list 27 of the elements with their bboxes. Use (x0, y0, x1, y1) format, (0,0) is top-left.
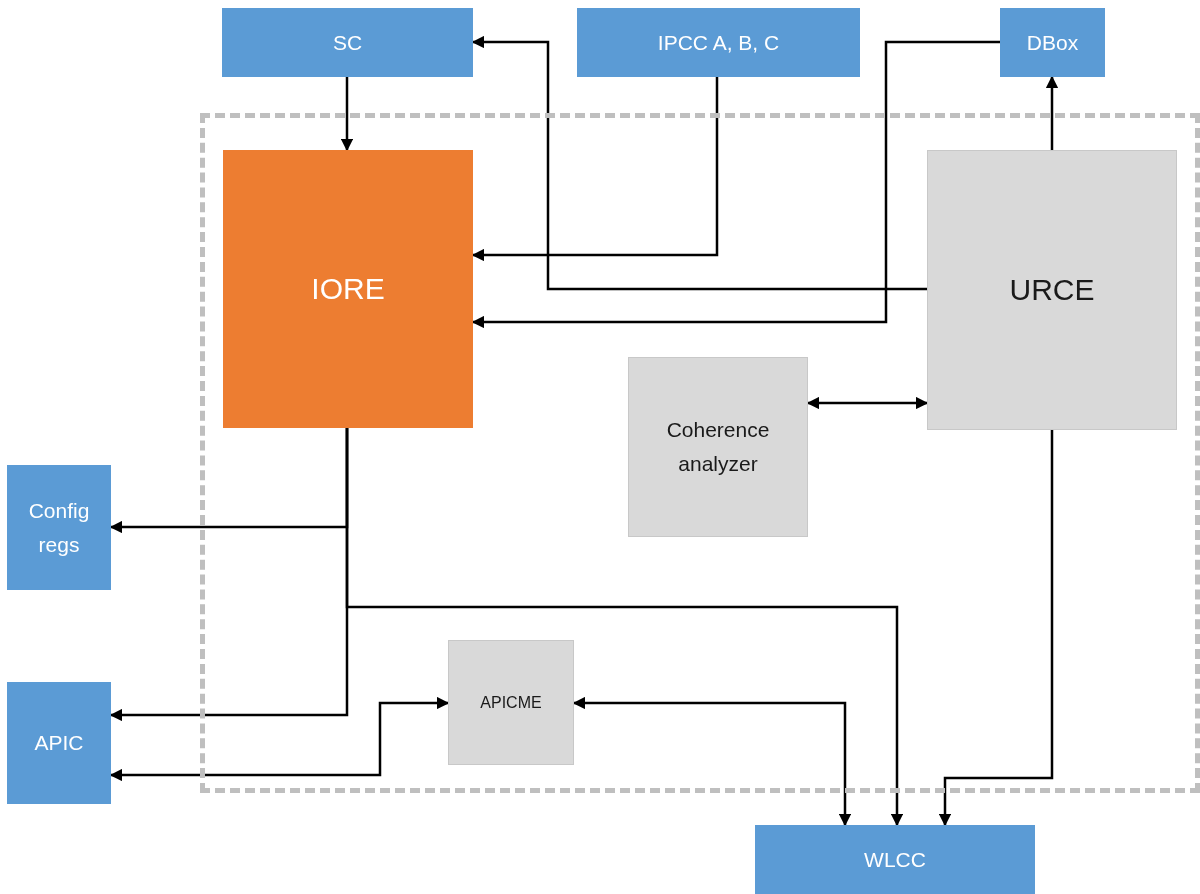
block-label: WLCC (864, 846, 926, 873)
dashed-boundary (200, 113, 1200, 793)
block-box (927, 150, 1177, 430)
block-box (577, 8, 860, 77)
block-box (222, 8, 473, 77)
block-label: DBox (1026, 29, 1079, 56)
block-box (223, 150, 473, 428)
double-arrow (572, 696, 852, 827)
block-label: URCE (1009, 272, 1095, 308)
block-label: IORE (311, 271, 385, 307)
arrow (345, 428, 904, 827)
double-arrow (806, 396, 929, 410)
block-label: SC (332, 29, 363, 56)
block-label: APIC (34, 730, 84, 757)
block-label: IPCC A, B, C (657, 29, 780, 56)
block-box (628, 357, 808, 537)
arrow (938, 430, 1054, 827)
arrow (340, 77, 354, 152)
block-box (1000, 8, 1105, 77)
block-label: Config regs (27, 497, 91, 558)
block-label: Coherence analyzer (665, 417, 771, 477)
arrow (1045, 75, 1059, 150)
block-label: APICME (480, 692, 542, 713)
block-box (448, 640, 574, 765)
block-box (755, 825, 1035, 894)
block-box (7, 682, 111, 804)
block-box (7, 465, 111, 590)
